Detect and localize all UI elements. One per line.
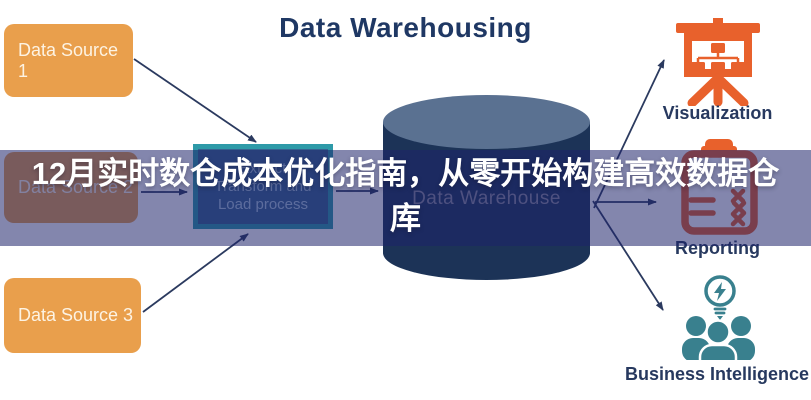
business-intelligence-label: Business Intelligence — [624, 364, 810, 384]
data-source-3-box: Data Source 3 — [4, 278, 141, 353]
page-title: Data Warehousing — [279, 12, 532, 43]
banner-line-1: 12月实时数仓成本优化指南，从零开始构建高效数据仓 — [31, 156, 780, 191]
visualization-label: Visualization — [662, 103, 773, 123]
banner-line-2: 库 — [390, 201, 421, 236]
overlay-banner-band — [0, 150, 811, 246]
overlay-banner-headline: 12月实时数仓成本优化指南，从零开始构建高效数据仓 库 — [0, 151, 811, 241]
data-source-3-label: Data Source 3 — [18, 305, 134, 325]
arrow-source3-to-etl — [142, 233, 249, 313]
data-source-1-label: Data Source 1 — [18, 39, 119, 81]
arrow-source1-to-etl — [133, 58, 257, 143]
presentation-orgchart-icon — [676, 18, 760, 106]
people-idea-bulb-icon — [682, 275, 755, 360]
data-source-1-box: Data Source 1 — [4, 24, 133, 97]
